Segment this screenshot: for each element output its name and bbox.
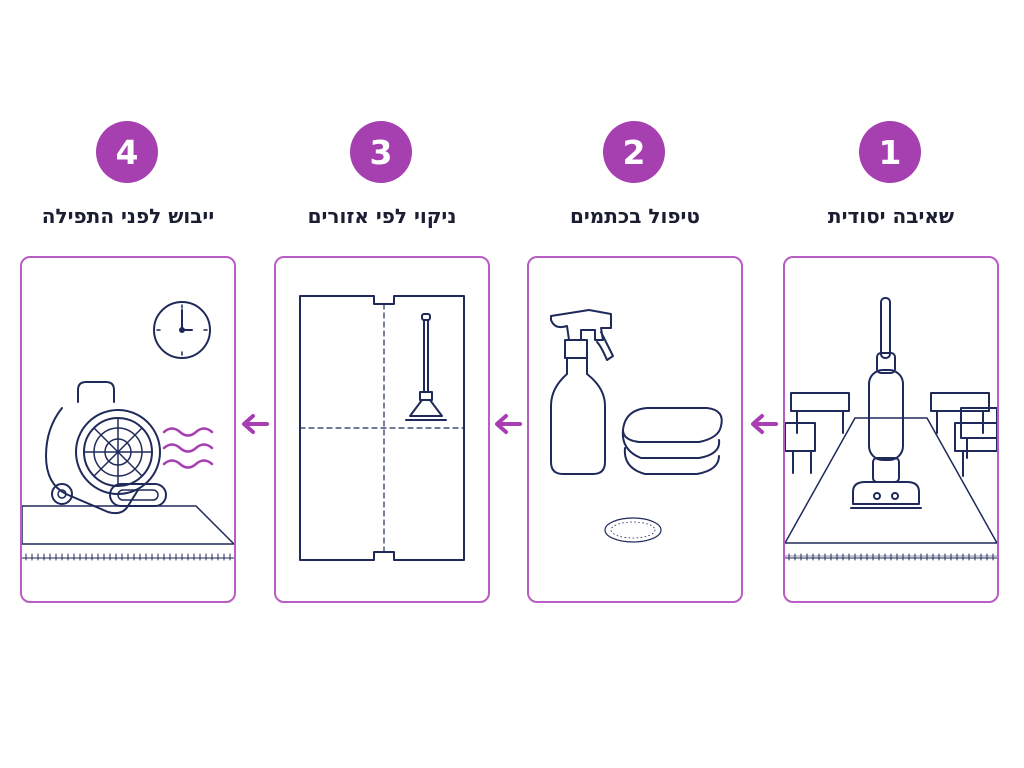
desk-icon: [785, 392, 997, 477]
step-illustration-panel: [20, 256, 236, 603]
air-mover-fan-icon: [45, 381, 167, 515]
step-illustration-panel: [783, 256, 999, 603]
arrow-left-icon: [751, 414, 778, 434]
arrow-left-icon: [495, 414, 522, 434]
flow-arrow-2-3: [490, 412, 524, 436]
step-2: 2 טיפול בכתמים: [527, 0, 743, 768]
step-number-badge: 4: [96, 121, 158, 183]
step-3: 3 ניקוי לפי אזורים: [274, 0, 490, 768]
step-1: 1 שאיבה יסודית: [783, 0, 999, 768]
step-title: ניקוי לפי אזורים: [307, 204, 457, 228]
stain-icon: [604, 517, 662, 543]
spray-bottle-icon: [550, 309, 614, 475]
step-title: טיפול בכתמים: [569, 204, 701, 228]
folded-cloth-icon: [621, 407, 723, 475]
step-number-badge: 2: [603, 121, 665, 183]
flow-arrow-1-2: [746, 412, 780, 436]
arrow-left-icon: [242, 414, 269, 434]
mop-icon: [405, 313, 447, 421]
airflow-icon: [162, 427, 214, 469]
step-number-badge: 3: [350, 121, 412, 183]
step-illustration-panel: [274, 256, 490, 603]
carpet-icon: [22, 505, 234, 561]
step-title: ייבוש לפני התפילה: [41, 204, 215, 228]
step-4: 4 ייבוש לפני התפילה: [20, 0, 236, 768]
step-illustration-panel: [527, 256, 743, 603]
carpet-icon: [785, 417, 997, 561]
step-title: שאיבה יסודית: [827, 204, 955, 228]
zone-grid-icon: [299, 295, 465, 561]
clock-icon: [153, 301, 211, 359]
vacuum-cleaner-icon: [850, 297, 922, 509]
step-number-badge: 1: [859, 121, 921, 183]
flow-arrow-3-4: [237, 412, 271, 436]
